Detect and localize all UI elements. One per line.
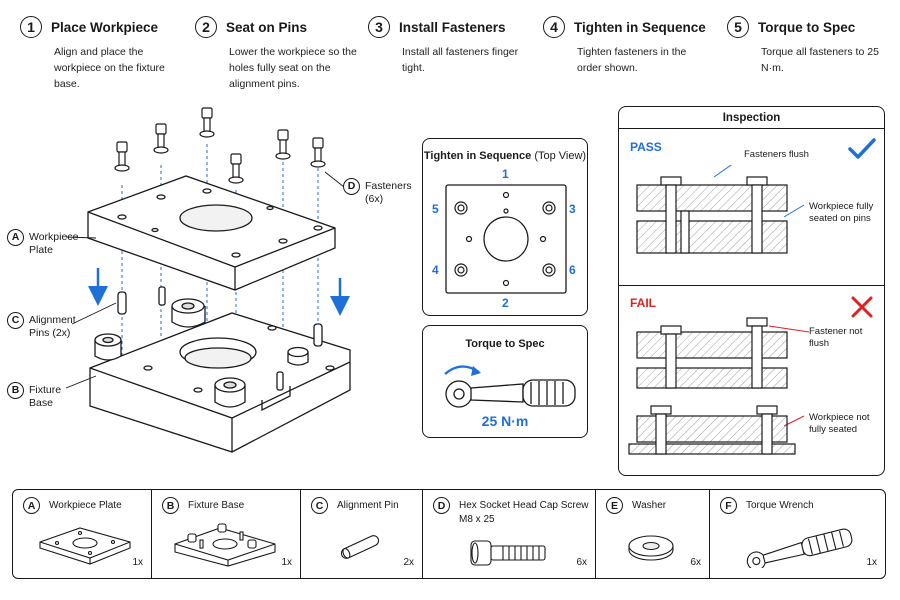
checkmark-icon bbox=[848, 138, 876, 159]
sequence-number-1: 1 bbox=[502, 167, 509, 181]
inspection-title: Inspection bbox=[619, 107, 884, 129]
step-description: Align and place the workpiece on the fix… bbox=[54, 46, 165, 90]
step-number: 3 bbox=[368, 16, 390, 38]
callout-pins: C Alignment Pins (2x) bbox=[7, 312, 95, 340]
part-quantity: 1x bbox=[132, 557, 143, 568]
step-title: Place Workpiece bbox=[51, 19, 159, 35]
pass-cross-section bbox=[636, 165, 805, 254]
fail-label: FAIL bbox=[630, 296, 656, 310]
part-letter: B bbox=[162, 497, 179, 514]
part-alignment-pin: C Alignment Pin 2x bbox=[301, 490, 423, 578]
sequence-number-5: 5 bbox=[432, 202, 439, 216]
callout-text: Workpiece Plate bbox=[29, 231, 79, 256]
parts-list: A Workpiece Plate 1x B Fixture Base 1x C Al… bbox=[12, 489, 886, 579]
fixture-base-drawing bbox=[89, 286, 351, 453]
callout-text: Alignment Pins (2x) bbox=[29, 314, 76, 339]
panel-title: Tighten in Sequence (Top View) bbox=[423, 150, 587, 162]
fail-cross-section bbox=[628, 317, 810, 455]
callout-workpiece: A Workpiece Plate bbox=[7, 229, 83, 257]
callout-fasteners: D Fasteners (6x) bbox=[343, 178, 413, 206]
hex-screw-icon bbox=[470, 540, 546, 566]
sequence-number-2: 2 bbox=[502, 296, 509, 310]
part-letter: F bbox=[720, 497, 737, 514]
fail-note-seated: Workpiece not fully seated bbox=[809, 412, 870, 435]
part-fixture-base: B Fixture Base 1x bbox=[152, 490, 301, 578]
step-3: 3 Install Fasteners Install all fasteners… bbox=[368, 14, 536, 76]
pass-note-seated: Workpiece fully seated on pins bbox=[809, 201, 874, 224]
fixture-base-icon bbox=[174, 523, 276, 567]
part-quantity: 1x bbox=[866, 557, 877, 568]
part-torque-wrench: F Torque Wrench 1x bbox=[710, 490, 885, 578]
part-name: Fixture Base bbox=[188, 500, 245, 511]
torque-panel: Torque to Spec 25 N·m bbox=[422, 325, 588, 438]
step-2: 2 Seat on Pins Lower the workpiece so the… bbox=[195, 14, 363, 92]
part-quantity: 2x bbox=[403, 557, 414, 568]
torque-title: Torque to Spec bbox=[465, 338, 545, 350]
washer-icon bbox=[628, 535, 674, 561]
step-1: 1 Place Workpiece Align and place the wor… bbox=[20, 14, 188, 92]
alignment-pins-drawing bbox=[117, 291, 323, 347]
cross-icon bbox=[851, 296, 873, 318]
fasteners-drawing bbox=[114, 107, 326, 184]
callout-letter: D bbox=[343, 178, 360, 195]
part-quantity: 1x bbox=[281, 557, 292, 568]
sequence-number-6: 6 bbox=[569, 263, 576, 277]
step-description: Lower the workpiece so the holes fully s… bbox=[229, 46, 357, 90]
callout-text: Fasteners (6x) bbox=[365, 180, 412, 205]
inspection-divider bbox=[619, 285, 884, 286]
pass-label: PASS bbox=[630, 140, 662, 154]
callout-letter: A bbox=[7, 229, 24, 246]
part-letter: E bbox=[606, 497, 623, 514]
part-workpiece-plate: A Workpiece Plate 1x bbox=[13, 490, 152, 578]
sequence-number-3: 3 bbox=[569, 202, 576, 216]
leader-lines bbox=[65, 171, 345, 389]
step-4: 4 Tighten in Sequence Tighten fasteners i… bbox=[543, 14, 711, 76]
exploded-illustration bbox=[65, 107, 351, 453]
part-name: Alignment Pin bbox=[337, 500, 399, 511]
tighten-sequence-panel: Tighten in Sequence (Top View) 1 2 3 4 5… bbox=[422, 138, 588, 316]
fail-note-flush: Fastener not flush bbox=[809, 326, 863, 349]
top-view-plate bbox=[445, 184, 567, 294]
step-title: Install Fasteners bbox=[399, 19, 506, 35]
workpiece-plate-drawing bbox=[87, 175, 336, 291]
step-title: Tighten in Sequence bbox=[574, 19, 706, 35]
inspection-panel: Inspection PASS Fasteners flush Workpiec… bbox=[618, 106, 885, 476]
step-5: 5 Torque to Spec Torque all fasteners to … bbox=[727, 14, 895, 76]
pass-note-flush: Fasteners flush bbox=[744, 149, 809, 160]
step-number: 2 bbox=[195, 16, 217, 38]
callout-letter: B bbox=[7, 382, 24, 399]
alignment-pin-icon bbox=[340, 535, 380, 559]
part-letter: D bbox=[433, 497, 450, 514]
sequence-title: Tighten in Sequence bbox=[423, 150, 532, 162]
part-name: Hex Socket Head Cap Screw M8 x 25 bbox=[459, 500, 589, 525]
part-washer: E Washer 6x bbox=[596, 490, 710, 578]
part-name: Washer bbox=[632, 500, 667, 511]
part-name: Workpiece Plate bbox=[49, 500, 122, 511]
part-quantity: 6x bbox=[576, 557, 587, 568]
part-letter: C bbox=[311, 497, 328, 514]
callout-base: B Fixture Base bbox=[7, 382, 69, 410]
torque-value: 25 N·m bbox=[481, 413, 529, 429]
callout-letter: C bbox=[7, 312, 24, 329]
step-number: 5 bbox=[727, 16, 749, 38]
workpiece-plate-icon bbox=[39, 527, 131, 565]
part-hex-socket-screw: D Hex Socket Head Cap Screw M8 x 25 6x bbox=[423, 490, 596, 578]
part-name: Torque Wrench bbox=[746, 500, 814, 511]
step-number: 4 bbox=[543, 16, 565, 38]
step-title: Seat on Pins bbox=[226, 19, 308, 35]
part-quantity: 6x bbox=[690, 557, 701, 568]
part-letter: A bbox=[23, 497, 40, 514]
sequence-number-4: 4 bbox=[432, 263, 439, 277]
step-description: Install all fasteners finger tight. bbox=[402, 46, 519, 74]
exploded-view: A Workpiece Plate C Alignment Pins (2x) … bbox=[0, 100, 413, 480]
torque-wrench-icon bbox=[746, 528, 853, 568]
torque-wrench-icon bbox=[444, 365, 576, 408]
step-title: Torque to Spec bbox=[758, 19, 856, 35]
sequence-subtitle: (Top View) bbox=[534, 150, 587, 162]
step-number: 1 bbox=[20, 16, 42, 38]
step-description: Tighten fasteners in the order shown. bbox=[577, 46, 687, 74]
step-description: Torque all fasteners to 25 N·m. bbox=[761, 46, 879, 74]
assembly-steps: 1 Place Workpiece Align and place the wor… bbox=[14, 14, 886, 94]
callout-text: Fixture Base bbox=[29, 384, 62, 409]
